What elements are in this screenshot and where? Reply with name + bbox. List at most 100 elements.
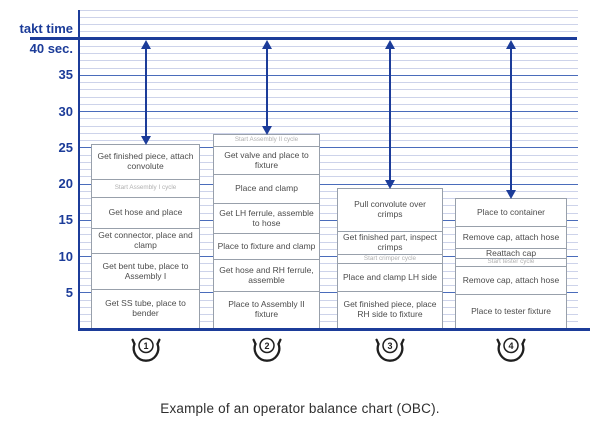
arrow-head-down-icon [385,180,395,189]
task-segment: Get hose and RH ferrule, assemble [213,259,320,292]
operator-icon: 3 [372,336,408,368]
task-segment: Remove cap, attach hose [455,226,567,249]
gridline-minor [78,299,578,301]
task-segment: Get bent tube, place to Assembly I [91,253,200,290]
cycle-start-note: Start Assembly I cycle [91,179,200,198]
cycle-start-note: Start crimper cycle [337,254,443,264]
gridline-minor [78,234,578,236]
operator-symbol-icon: 1 [130,337,161,362]
gridline-minor [78,118,578,120]
gridline-minor [78,154,578,156]
gridline-minor [78,9,578,11]
gridline-minor [78,60,578,62]
arrow-head-up-icon [261,40,272,49]
svg-text:4: 4 [508,341,513,351]
task-segment: Get connector, place and clamp [91,228,200,254]
gridline-minor [78,241,578,243]
task-segment: Pull convolute over crimps [337,188,443,232]
arrow-head-up-icon [385,40,395,49]
gridline-minor [78,285,578,286]
gridline-minor [78,45,578,47]
cycle-start-note: Start tester cycle [455,258,567,267]
task-segment: Reattach cap [455,248,567,259]
task-segment: Place and clamp [213,174,320,204]
takt-gap-arrow [261,40,273,135]
gridline-minor [78,190,578,192]
gridline-minor [78,198,578,199]
svg-text:3: 3 [387,341,392,351]
task-segment: Remove cap, attach hose [455,266,567,295]
y-tick-label: 35 [58,67,73,83]
operator-symbol-icon: 4 [496,337,526,362]
takt-time-line [30,37,577,40]
x-baseline [78,328,590,331]
task-segment: Get finished piece, attach convolute [91,144,200,180]
operator-symbol-icon: 2 [251,337,282,362]
gridline-minor [78,82,578,83]
arrow-head-down-icon [261,126,272,135]
task-segment: Place to Assembly II fixture [213,291,320,329]
gridline-minor [78,270,578,272]
gridline-minor [78,125,578,127]
chart-caption: Example of an operator balance chart (OB… [160,401,440,416]
takt-seconds-label: 40 sec. [29,41,73,56]
arrow-head-up-icon [140,40,151,49]
y-tick-label: 5 [65,284,73,300]
gridline-minor [78,67,578,69]
gridline-minor [78,53,578,54]
takt-time-label: takt time [19,21,73,36]
gridline-minor [78,314,578,315]
gridline-minor [78,24,578,25]
arrow-shaft [265,47,268,128]
arrow-shaft [510,47,512,192]
operator-icon: 4 [493,336,529,368]
gridline-minor [78,248,578,250]
gridline-minor [78,263,578,265]
takt-gap-arrow [384,40,396,189]
y-axis-line [78,10,80,331]
gridline-minor [78,89,578,91]
gridline-major [78,292,578,294]
gridline-minor [78,169,578,170]
y-tick-label: 25 [58,139,73,155]
gridline-minor [78,212,578,214]
cycle-start-note: Start Assembly II cycle [213,134,320,147]
gridline-minor [78,103,578,105]
task-segment: Place to tester fixture [455,294,567,329]
task-segment: Get finished part, inspect crimps [337,231,443,255]
y-tick-label: 20 [58,176,73,191]
task-segment: Get valve and place to fixture [213,146,320,175]
svg-text:1: 1 [143,341,148,351]
arrow-head-down-icon [506,190,516,199]
arrow-shaft [389,47,391,182]
operator-symbol-icon: 3 [375,337,405,362]
arrow-head-down-icon [140,136,151,145]
arrow-shaft [144,47,147,138]
gridline-minor [78,132,578,134]
y-tick-label: 15 [58,212,73,228]
y-tick-label: 30 [58,103,73,119]
task-segment: Get finished piece, place RH side to fix… [337,291,443,329]
gridline-minor [78,306,578,308]
svg-text:2: 2 [264,341,269,351]
y-tick-label: 10 [58,248,73,264]
gridline-minor [78,140,578,141]
operator-icon: 1 [128,336,164,368]
gridline-minor [78,321,578,323]
gridline-minor [78,205,578,207]
operator-icon: 2 [249,336,285,368]
gridline-minor [78,227,578,228]
task-segment: Get SS tube, place to bender [91,289,200,329]
takt-gap-arrow [505,40,517,199]
task-segment: Get LH ferrule, assemble to hose [213,203,320,234]
task-segment: Place to container [455,198,567,227]
gridline-minor [78,161,578,163]
gridline-minor [78,277,578,279]
gridline-major [78,256,578,257]
gridline-major [78,183,578,185]
takt-gap-arrow [140,40,152,145]
task-segment: Get hose and place [91,197,200,229]
task-segment: Place to fixture and clamp [213,233,320,260]
